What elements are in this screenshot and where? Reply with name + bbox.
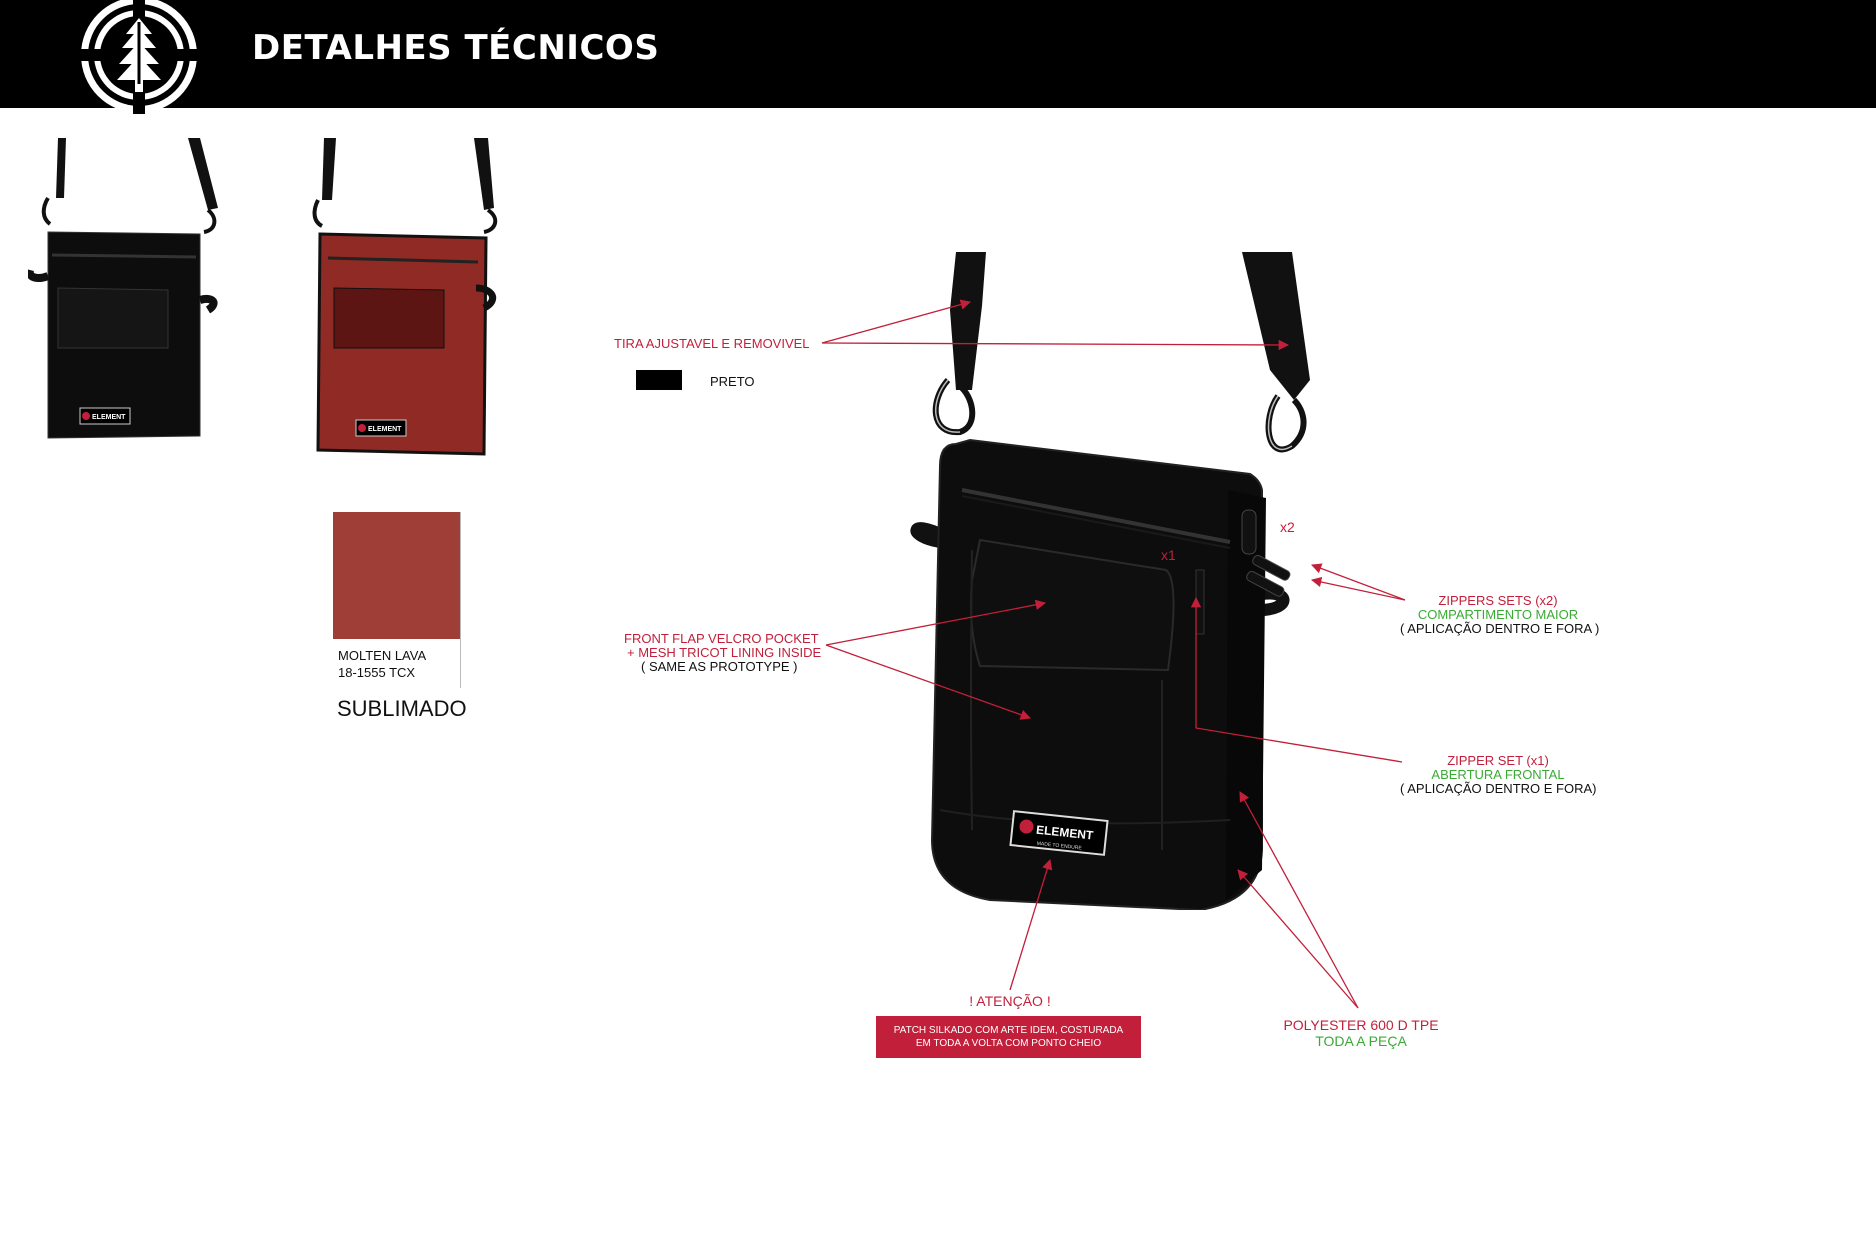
bag-thumbnail-black: ELEMENT [28,138,218,439]
alert-line1: PATCH SILKADO COM ARTE IDEM, COSTURADA [893,1025,1124,1036]
element-patch: ELEMENT MADE TO ENDURE [1009,810,1109,856]
callout-fabric-sub: TODA A PEÇA [1315,1033,1407,1049]
legend-color-name: PRETO [710,374,755,389]
alert-box: PATCH SILKADO COM ARTE IDEM, COSTURADA E… [876,1016,1141,1058]
swatch-name: MOLTEN LAVA [338,648,427,663]
legend-color-chip [636,370,682,390]
callout-strap: TIRA AJUSTAVEL E REMOVIVEL [614,336,810,351]
element-tree-logo-icon [74,0,204,114]
callout-fabric-title: POLYESTER 600 D TPE [1283,1017,1439,1033]
callout-pocket-line2: + MESH TRICOT LINING INSIDE [627,645,822,660]
page-title: DETALHES TÉCNICOS [252,28,660,68]
swatch-divider [460,512,461,688]
callout-zippers-note: ( APLICAÇÃO DENTRO E FORA ) [1400,621,1600,636]
callout-zipper-sub: ABERTURA FRONTAL [1431,767,1565,782]
callout-zippers-sub: COMPARTIMENTO MAIOR [1417,607,1579,622]
bag-thumbnail-red: ELEMENT [312,138,498,456]
page-header: DETALHES TÉCNICOS [0,0,1876,114]
svg-text:ELEMENT: ELEMENT [1035,823,1094,843]
swatch-code: 18-1555 TCX [338,665,416,680]
callout-pocket-line1: FRONT FLAP VELCRO POCKET [624,631,819,646]
callout-zipper-note: ( APLICAÇÃO DENTRO E FORA) [1400,781,1597,796]
callout-zippers-title: ZIPPERS SETS (x2) [1438,593,1558,608]
zipper-count-x1: x1 [1161,547,1176,563]
callout-alert-title: ! ATENÇÃO ! [969,993,1051,1009]
callout-zipper-title: ZIPPER SET (x1) [1447,753,1549,768]
svg-text:MADE TO ENDURE: MADE TO ENDURE [1036,841,1082,852]
svg-text:ELEMENT: ELEMENT [92,414,126,421]
zipper-count-x2: x2 [1280,519,1295,535]
color-swatch [333,512,460,639]
svg-text:ELEMENT: ELEMENT [368,426,402,433]
alert-line2: EM TODA A VOLTA COM PONTO CHEIO [915,1038,1102,1049]
print-method: SUBLIMADO [337,696,467,721]
main-bag-illustration: ELEMENT MADE TO ENDURE [910,252,1310,910]
callout-pocket-line3: ( SAME AS PROTOTYPE ) [641,659,798,674]
